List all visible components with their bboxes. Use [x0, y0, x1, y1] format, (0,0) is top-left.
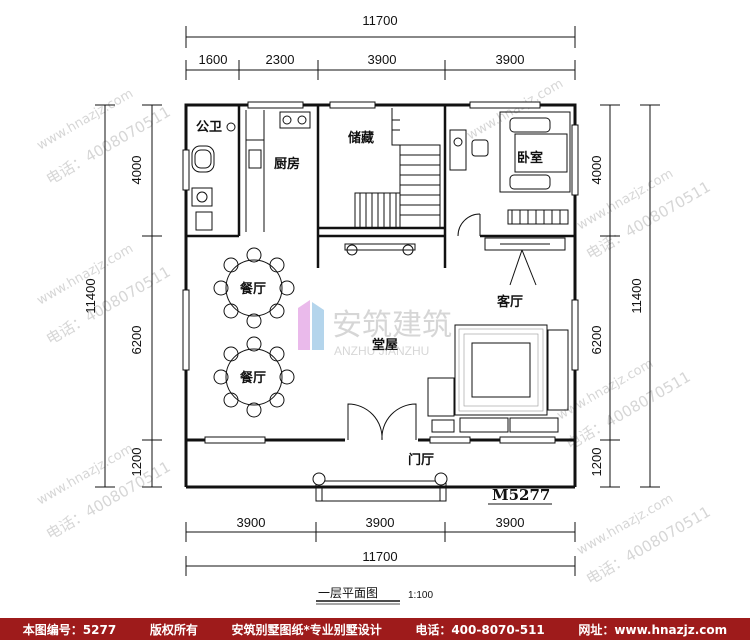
dim-top-3: 3900 [368, 52, 397, 67]
room-label-toilet: 公卫 [196, 120, 222, 135]
plan-code: M5277 [492, 486, 550, 504]
room-label-dining-1: 餐厅 [239, 281, 266, 297]
kitchen-counter [245, 110, 311, 232]
room-label-dining-2: 餐厅 [239, 370, 266, 386]
dim-right-1: 4000 [589, 156, 604, 185]
room-label-entry: 门厅 [408, 452, 434, 468]
plan-title: 一层平面图 [318, 586, 378, 600]
staircase [354, 108, 441, 229]
toilet-fixtures [191, 122, 236, 231]
dim-left-2: 6200 [129, 326, 144, 355]
room-label-hall: 堂屋 [372, 337, 398, 353]
watermark-phone: 电话：4008070511 [43, 458, 174, 544]
dim-bottom-1: 3900 [237, 515, 266, 530]
plan-scale: 1:100 [408, 590, 433, 601]
brand-name-en: ANZHU JIANZHU [334, 344, 429, 358]
room-label-storage: 储藏 [347, 130, 374, 146]
dim-bottom-total: 11700 [362, 549, 397, 564]
brand-name-cn: 安筑建筑 [332, 308, 452, 343]
entrance-door [347, 403, 417, 441]
dim-top-1: 1600 [199, 52, 228, 67]
entry-porch [312, 472, 448, 502]
room-label-bedroom: 卧室 [517, 150, 543, 166]
dim-bottom-2: 3900 [366, 515, 395, 530]
dim-right-total: 11400 [629, 278, 644, 313]
bottom-dimension-lines [185, 522, 576, 576]
carpet-pattern [458, 328, 544, 412]
brand-watermark: 安筑建筑 ANZHU JIANZHU [298, 300, 452, 358]
room-label-living: 客厅 [497, 294, 523, 310]
watermark-site: www.hnazjz.com [465, 76, 566, 143]
footer-bar: 本图编号：5277 版权所有 安筑别墅图纸*专业别墅设计 电话：400-8070… [0, 618, 750, 640]
interior-walls [186, 105, 575, 268]
living-furniture [427, 237, 569, 433]
footer-drawing-no: 本图编号：5277 [22, 622, 117, 637]
dim-top-total: 11700 [362, 13, 397, 28]
windows [182, 101, 579, 444]
dim-right-2: 6200 [589, 326, 604, 355]
watermark-phone: 电话：4008070511 [43, 263, 174, 349]
left-dimension-lines [95, 104, 162, 488]
right-dimension-lines [600, 104, 660, 488]
dining-table-1 [213, 247, 295, 329]
dim-left-3: 1200 [129, 448, 144, 477]
dim-right-3: 1200 [589, 448, 604, 477]
floor-plan: www.hnazjz.com 电话：4008070511 www.hnazjz.… [35, 13, 714, 605]
console-table [344, 243, 416, 256]
dining-table-2 [213, 336, 295, 418]
room-label-kitchen: 厨房 [274, 156, 300, 172]
top-dimension-lines [185, 26, 576, 80]
dim-top-4: 3900 [496, 52, 525, 67]
footer-website[interactable]: 网址：www.hnazjz.com [578, 622, 728, 637]
footer-copyright: 版权所有 [149, 622, 198, 637]
dim-left-total: 11400 [83, 278, 98, 313]
watermark-phone: 电话：4008070511 [43, 103, 174, 189]
footer-company: 安筑别墅图纸*专业别墅设计 [231, 622, 382, 637]
dim-left-1: 4000 [129, 156, 144, 185]
bedroom-furniture [449, 111, 571, 237]
dim-bottom-3: 3900 [496, 515, 525, 530]
dim-top-2: 2300 [266, 52, 295, 67]
footer-phone: 电话：400-8070-511 [415, 622, 545, 637]
